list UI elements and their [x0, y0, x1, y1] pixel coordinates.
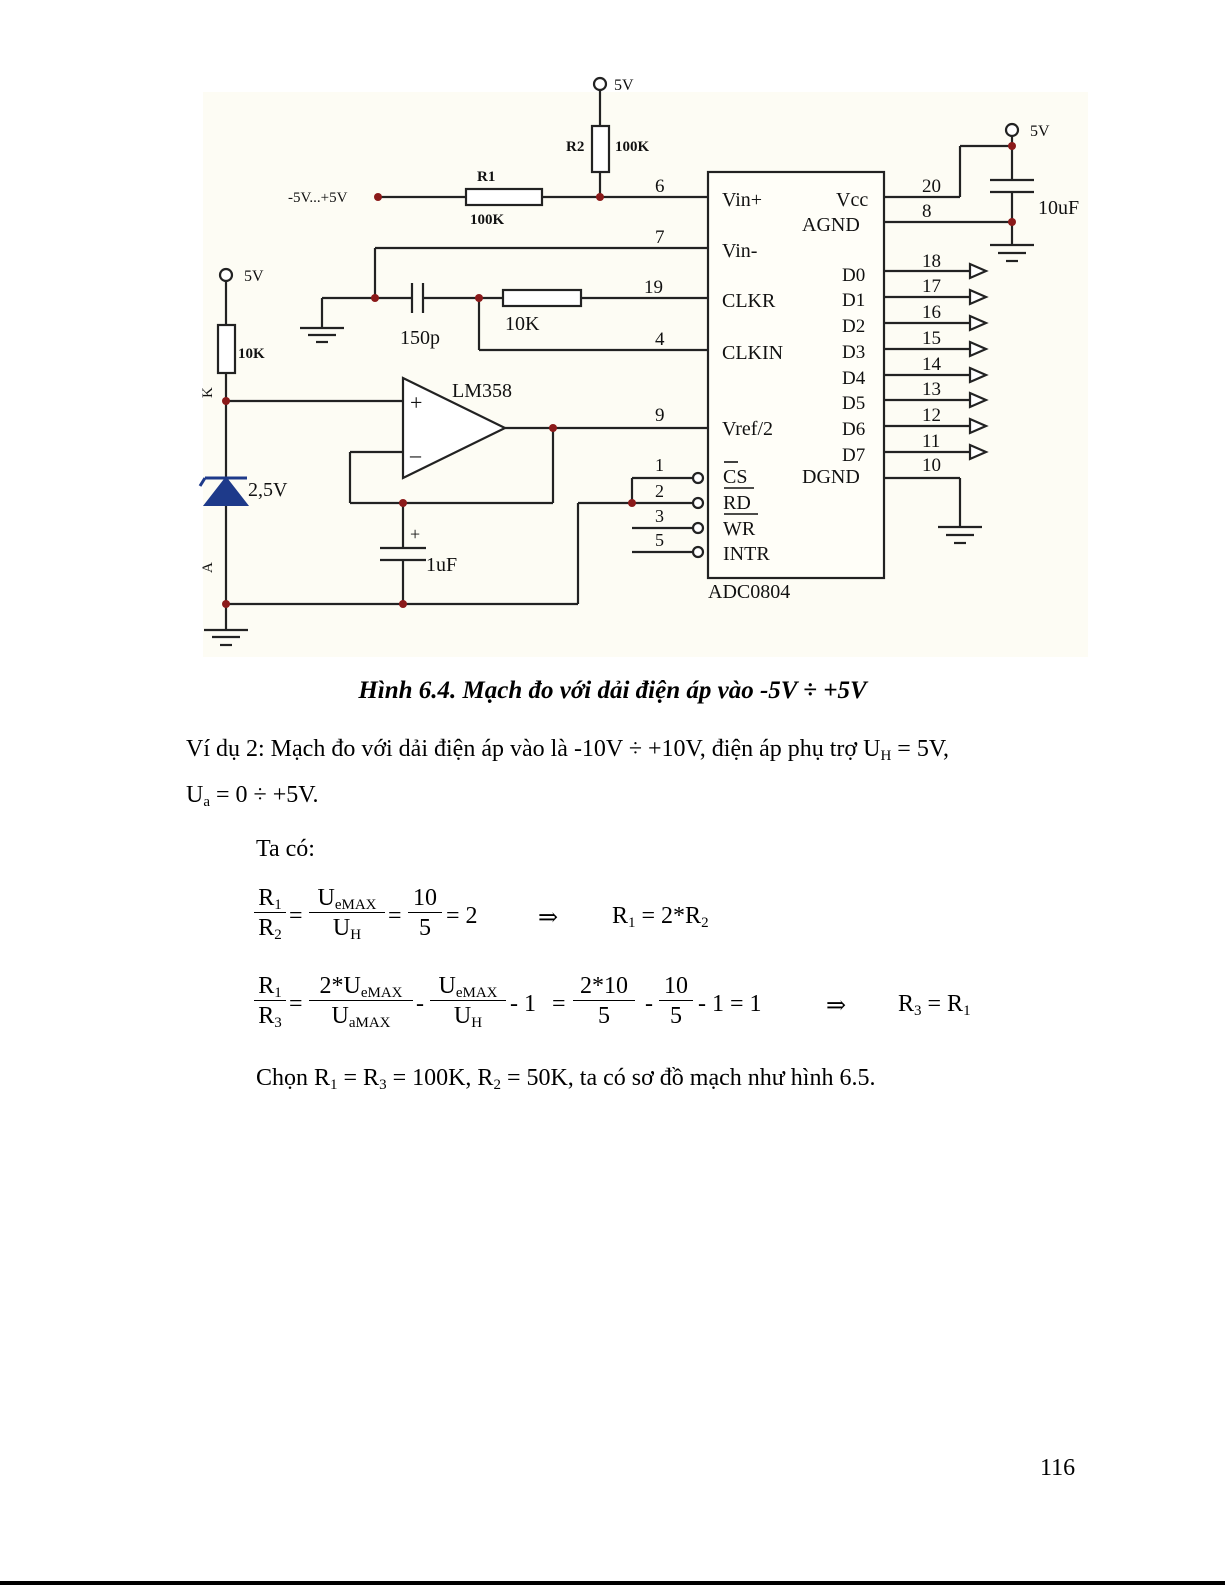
pin-number: 3 [655, 506, 664, 526]
pin-number: 11 [922, 431, 940, 452]
fraction: R1 R3 [254, 972, 286, 1031]
label-a: A [200, 562, 216, 573]
example-line-2: Ua = 0 ÷ +5V. [186, 782, 319, 810]
label-r2-value: 100K [615, 139, 650, 155]
pin-name: D2 [842, 316, 865, 337]
label-input-range: -5V...+5V [288, 190, 348, 206]
pin-name: WR [723, 518, 756, 540]
label-lm358: LM358 [452, 380, 512, 402]
label-1uf-plus: + [410, 524, 420, 544]
pin-name: D7 [842, 445, 865, 466]
pin-number: 17 [922, 276, 941, 297]
opamp-triangle [401, 376, 508, 480]
ta-co-text: Ta có: [256, 836, 315, 862]
label-5v-right: 5V [1030, 123, 1050, 140]
page-number: 116 [1040, 1455, 1076, 1481]
figure-caption: Hình 6.4. Mạch đo với dải điện áp vào -5… [358, 677, 867, 704]
pin-number: 6 [655, 176, 665, 197]
pin-number: 4 [655, 329, 665, 350]
pin-number: 16 [922, 302, 941, 323]
bottom-border [0, 1581, 1225, 1585]
implies-arrow: ⇒ [538, 905, 559, 931]
pin-name: Vcc [836, 189, 868, 211]
label-10uf: 10uF [1038, 197, 1079, 219]
ground-icon [300, 326, 344, 344]
zener-diode-icon [198, 476, 250, 506]
pin-name: CS [723, 466, 747, 488]
pin-number: 10 [922, 455, 941, 476]
fraction: UeMAX UH [430, 972, 506, 1031]
pin-number: 5 [655, 530, 664, 550]
pin-name: D1 [842, 290, 865, 311]
pin-name: Vin+ [722, 189, 762, 211]
pin-name: CLKR [722, 290, 776, 312]
label-k: K [200, 387, 216, 398]
pin-number: 13 [922, 379, 941, 400]
pin-number: 12 [922, 405, 941, 426]
implies-arrow: ⇒ [826, 993, 847, 1019]
label-r1: R1 [477, 169, 495, 185]
label-opamp-minus: – [409, 442, 422, 467]
r10k-resistor [216, 323, 237, 375]
pin-name: Vin- [722, 240, 757, 262]
pin-name: D3 [842, 342, 865, 363]
ground-icon [938, 525, 982, 545]
pin-number: 9 [655, 405, 665, 426]
label-10k-clock: 10K [505, 313, 540, 335]
fraction: 10 5 [659, 972, 693, 1031]
r1-resistor [464, 187, 544, 207]
clk-resistor [501, 288, 583, 308]
pin-name: D4 [842, 368, 866, 389]
pin-number: 19 [644, 277, 663, 298]
label-5v-left: 5V [244, 268, 264, 285]
fraction: R1 R2 [254, 884, 286, 943]
pin-name: Vref/2 [722, 418, 773, 440]
pin-number: 7 [655, 227, 665, 248]
label-adc0804: ADC0804 [708, 581, 790, 603]
pin-number: 14 [922, 354, 942, 375]
label-r2: R2 [566, 139, 584, 155]
circuit-schematic: 5V R2 100K 5V 10uF -5V...+5V R1 100K 5V … [198, 76, 1088, 657]
label-zener-2-5v: 2,5V [248, 479, 288, 501]
pin-name: CLKIN [722, 342, 783, 364]
pin-name: D0 [842, 265, 865, 286]
fraction: 10 5 [408, 884, 442, 943]
ground-icon [204, 628, 248, 647]
pin-number: 20 [922, 176, 941, 197]
fraction: UeMAX UH [309, 884, 385, 943]
pin-name: RD [723, 492, 751, 514]
label-1uf: 1uF [426, 554, 457, 576]
ground-icon [990, 243, 1034, 263]
example-line-1: Ví dụ 2: Mạch đo với dải điện áp vào là … [186, 736, 950, 764]
pin-name: DGND [802, 466, 860, 488]
choose-statement: Chọn R1 = R3 = 100K, R2 = 50K, ta có sơ … [256, 1065, 876, 1093]
adc-chip-body [706, 170, 886, 580]
label-r1-value: 100K [470, 212, 505, 228]
pin-name: D5 [842, 393, 865, 414]
pin-number: 15 [922, 328, 941, 349]
pin-number: 18 [922, 251, 941, 272]
fraction: 2*10 5 [573, 972, 635, 1031]
label-r10k-value: 10K [238, 346, 265, 362]
r2-resistor [590, 124, 611, 174]
pin-name: INTR [723, 543, 770, 565]
pin-number: 2 [655, 481, 664, 501]
pin-name: AGND [802, 214, 860, 236]
label-5v-top: 5V [614, 77, 634, 94]
pin-number: 8 [922, 201, 932, 222]
pin-name: D6 [842, 419, 865, 440]
label-opamp-plus: + [410, 390, 422, 415]
pin-number: 1 [655, 455, 664, 475]
fraction: 2*UeMAX UaMAX [309, 972, 413, 1031]
label-150p: 150p [400, 327, 440, 349]
